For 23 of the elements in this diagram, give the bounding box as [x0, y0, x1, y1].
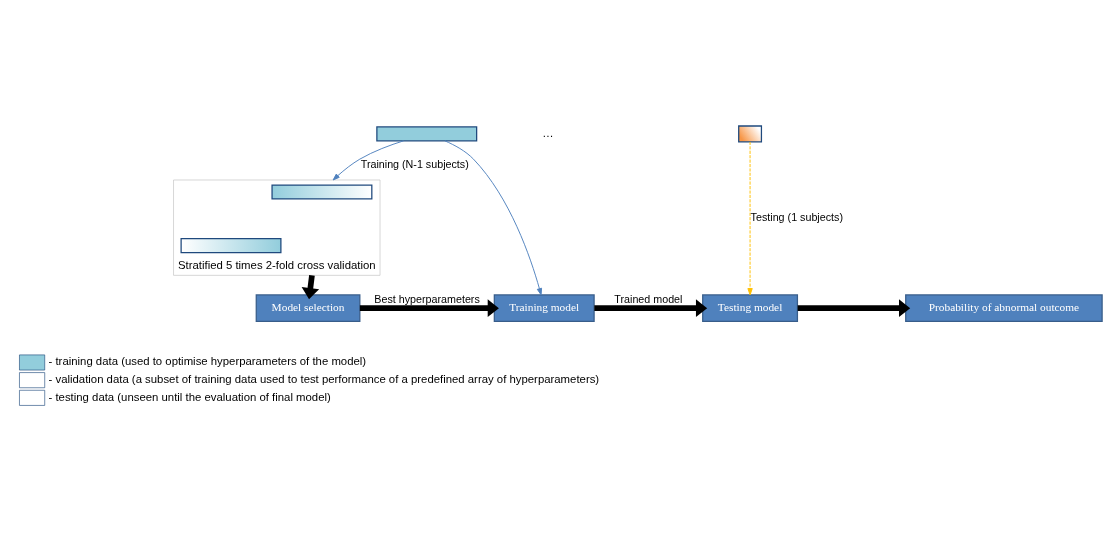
arrow	[747, 141, 753, 296]
legend-label: - training data (used to optimise hyperparameters of the model)	[48, 355, 367, 368]
cluster: Stratified 5 times 2-fold cross validation	[173, 179, 381, 276]
node-bar	[271, 184, 373, 200]
legend-label: - testing data (unseen until the evaluation of final model)	[48, 390, 331, 403]
node-box: Training model	[493, 294, 595, 323]
edge-label: Testing (1 subjects)	[750, 211, 843, 224]
arrow	[359, 299, 499, 317]
edge-label: Training (N-1 subjects)	[360, 157, 469, 170]
label: …	[542, 126, 554, 139]
arrow	[797, 299, 911, 317]
edge-label: Best hyperparameters	[374, 292, 480, 305]
node-box: Testing model	[702, 294, 799, 323]
edge-label: Trained model	[614, 292, 683, 305]
node-box	[738, 125, 763, 143]
arrow	[444, 140, 543, 296]
legend-label: - validation data (a subset of training data used to test performance of a predefined array of hyperparameters)	[48, 372, 600, 385]
node-bar	[180, 238, 282, 254]
arrow	[594, 299, 708, 317]
node-box: Model selection	[255, 294, 361, 323]
node-bar	[376, 126, 478, 142]
arrow	[332, 140, 405, 181]
node-box: Probability of abnormal outcome	[905, 294, 1103, 323]
